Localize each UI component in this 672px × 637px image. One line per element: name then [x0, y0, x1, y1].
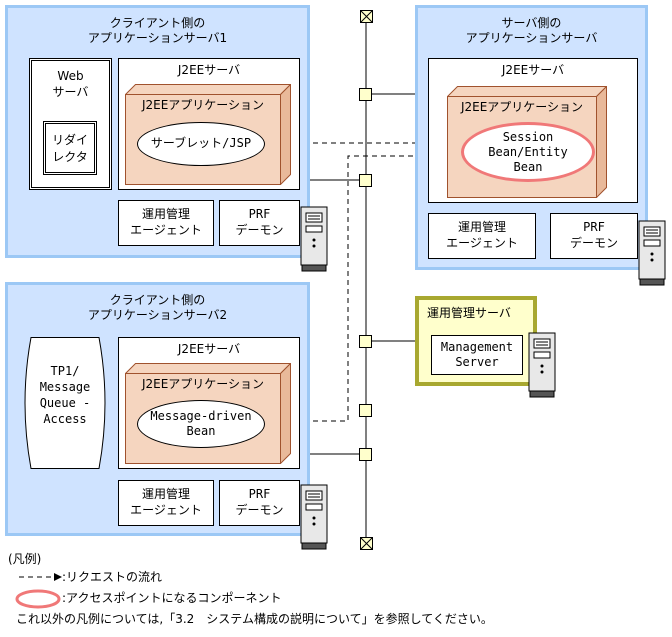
prf-label-line2: デーモン [569, 236, 618, 250]
web-server-box: Web サーバ リダイ レクタ [29, 58, 112, 190]
prf-box: PRF デーモン [219, 480, 300, 526]
agent-box: 運用管理 エージェント [118, 480, 214, 526]
prf-label-line2: デーモン [235, 503, 284, 517]
network-node [359, 335, 372, 348]
agent-label-line2: エージェント [130, 223, 202, 237]
seb-label-line3: Bean [513, 160, 543, 174]
j2ee-server-label: J2EEサーバ [501, 63, 565, 77]
management-server-line1: Management [440, 340, 514, 354]
mdb-label-line1: Message-driven [150, 409, 252, 423]
prf-box: PRF デーモン [550, 213, 638, 259]
j2ee-server-label: J2EEサーバ [177, 342, 241, 356]
computer-tower-icon [300, 206, 328, 272]
legend-heading: (凡例) [8, 552, 42, 566]
tp1-label-line1: TP1/ [50, 364, 80, 378]
seb-label-line2: Bean/Entity [488, 145, 568, 159]
prf-label-line1: PRF [248, 487, 271, 501]
legend-dashed-arrow-icon [19, 573, 62, 581]
client-app-server-1: クライアント側の アプリケーションサーバ1 Web サーバ リダイ レクタ J2… [5, 5, 310, 258]
prf-label-line1: PRF [248, 207, 271, 221]
legend-access-point: :アクセスポイントになるコンポーネント [62, 591, 282, 605]
legend-highlight-ellipse-icon [15, 589, 61, 609]
agent-box: 運用管理 エージェント [118, 200, 214, 246]
computer-tower-icon [528, 332, 556, 398]
network-node [359, 404, 372, 417]
prf-label-line2: デーモン [235, 223, 284, 237]
prf-label-line1: PRF [583, 220, 605, 234]
session-entity-bean-component: Session Bean/Entity Bean [461, 122, 595, 182]
tp1-label-line4: Access [43, 412, 87, 426]
server-app-server: サーバ側の アプリケーションサーバ J2EEサーバ J2EEアプリケーション S… [415, 5, 648, 270]
management-title: 運用管理サーバ [427, 306, 511, 320]
client2-title-line2: アプリケーションサーバ2 [87, 308, 228, 322]
agent-label-line1: 運用管理 [141, 487, 190, 501]
agent-label-line2: エージェント [446, 236, 518, 250]
agent-label-line1: 運用管理 [141, 207, 190, 221]
computer-tower-icon [300, 484, 328, 550]
management-server-box: Management Server [431, 335, 523, 375]
network-node [359, 448, 372, 461]
agent-box: 運用管理 エージェント [428, 213, 536, 259]
terminator-top-icon [360, 10, 373, 23]
terminator-bottom-icon [360, 537, 373, 550]
j2ee-app-label: J2EEアプリケーション [141, 377, 265, 391]
client1-title-line1: クライアント側の [109, 16, 206, 30]
management-server-line2: Server [455, 355, 499, 369]
agent-label-line1: 運用管理 [457, 220, 506, 234]
server-title-line2: アプリケーションサーバ [465, 31, 598, 45]
legend-note: これ以外の凡例については,「3.2 システム構成の説明について」を参照してくださ… [16, 612, 493, 626]
client-app-server-2: クライアント側の アプリケーションサーバ2 TP1/ Message Queue… [5, 282, 310, 536]
tp1-message-queue-shape [24, 337, 106, 469]
j2ee-server-label: J2EEサーバ [177, 63, 241, 77]
prf-box: PRF デーモン [219, 200, 300, 246]
servlet-jsp-label: サーブレット/JSP [150, 136, 252, 150]
client2-title-line1: クライアント側の [109, 293, 206, 307]
web-server-label-line2: サーバ [52, 85, 89, 99]
tp1-label-line2: Message [39, 380, 91, 394]
j2ee-app-label: J2EEアプリケーション [460, 100, 584, 114]
servlet-jsp-component: サーブレット/JSP [137, 122, 265, 166]
message-driven-bean-component: Message-driven Bean [137, 400, 265, 448]
redirector-label-line1: リダイ [51, 133, 88, 147]
redirector-box: リダイ レクタ [43, 121, 97, 175]
j2ee-app-label: J2EEアプリケーション [141, 98, 265, 112]
agent-label-line2: エージェント [130, 503, 202, 517]
network-node [359, 174, 372, 187]
redirector-label-line2: レクタ [52, 150, 88, 164]
management-server-panel: 運用管理サーバ Management Server [415, 296, 537, 386]
tp1-label-line3: Queue - [39, 396, 91, 410]
network-node [359, 88, 372, 101]
legend-request-flow: :リクエストの流れ [62, 570, 163, 584]
computer-tower-icon [638, 220, 666, 286]
j2ee-server-box: J2EEサーバ J2EEアプリケーション Message-driven Bean [118, 337, 300, 469]
j2ee-server-box: J2EEサーバ J2EEアプリケーション サーブレット/JSP [118, 58, 300, 190]
mdb-label-line2: Bean [186, 424, 216, 438]
j2ee-server-box: J2EEサーバ J2EEアプリケーション Session Bean/Entity… [428, 58, 638, 203]
client1-title-line2: アプリケーションサーバ1 [87, 31, 228, 45]
seb-label-line1: Session [502, 130, 554, 144]
web-server-label-line1: Web [57, 69, 84, 83]
server-title-line1: サーバ側の [501, 16, 562, 30]
